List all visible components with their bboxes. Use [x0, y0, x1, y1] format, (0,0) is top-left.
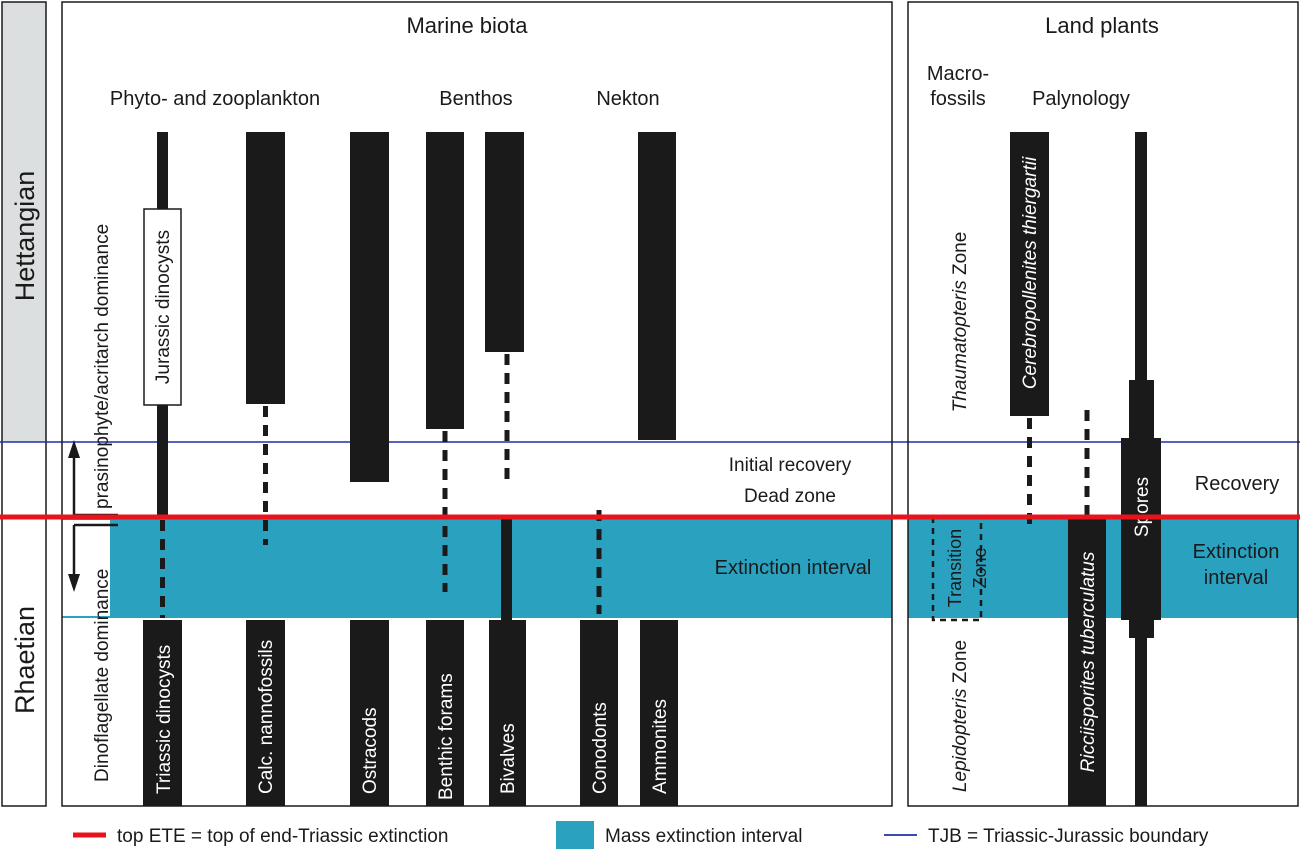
hettangian-stage-fill	[2, 2, 46, 442]
land-panel-title: Land plants	[1045, 13, 1159, 38]
lepidopteris-zone-suffix: Zone	[950, 640, 971, 689]
ostracods-range	[350, 132, 389, 806]
extinction-band-marine	[62, 518, 892, 618]
calc-nannofossils-range	[246, 132, 285, 806]
extinction-interval-marine-label: Extinction interval	[715, 557, 872, 579]
thaumatopteris-zone-italic: Thaumatopteris	[950, 280, 971, 413]
bivalves-range	[485, 132, 526, 806]
jurassic-dinocysts-label: Jurassic dinocysts	[153, 230, 174, 384]
macrofossils-heading-line2: fossils	[930, 88, 986, 110]
dominance-lower-label: Dinoflagellate dominance	[92, 569, 113, 782]
jurassic-dinocysts-box	[143, 208, 182, 406]
stage-column	[1, 1, 47, 807]
marine-panel-title: Marine biota	[406, 13, 528, 38]
cerebropollenites-range	[1010, 132, 1049, 530]
arrow-up-icon	[68, 440, 80, 458]
ammonites-label: Ammonites	[650, 699, 671, 794]
lepidopteris-zone-label: Lepidopteris Zone	[950, 640, 971, 792]
benthos-heading: Benthos	[439, 88, 512, 110]
triassic-dinocysts-label: Triassic dinocysts	[154, 645, 175, 794]
nekton-heading: Nekton	[596, 88, 659, 110]
stage-label-hettangian: Hettangian	[10, 171, 40, 302]
ricciisporites-label: Ricciisporites tuberculatus	[1078, 551, 1099, 772]
thaumatopteris-zone-suffix: Zone	[950, 232, 971, 281]
legend-tjb-label: TJB = Triassic-Jurassic boundary	[928, 826, 1209, 847]
bivalves-label: Bivalves	[498, 723, 519, 794]
benthic-forams-label: Benthic forams	[436, 673, 457, 800]
extinction-interval-land-line1: Extinction	[1193, 541, 1280, 563]
spores-range	[1121, 132, 1161, 806]
legend-extinction-label: Mass extinction interval	[605, 826, 802, 847]
ostracods-label: Ostracods	[360, 707, 381, 794]
benthic-forams-range	[426, 132, 464, 806]
dominance-upper-label: prasinophyte/acritarch dominance	[92, 224, 113, 509]
legend-extinction-swatch	[556, 821, 594, 849]
ammonites-range	[638, 132, 678, 806]
lepidopteris-zone-italic: Lepidopteris	[950, 688, 971, 792]
palynology-heading: Palynology	[1032, 88, 1130, 110]
cerebropollenites-label: Cerebropollenites thiergartii	[1020, 156, 1041, 389]
transition-zone-label-line1: Transition	[945, 529, 965, 607]
legend-ete-label: top ETE = top of end-Triassic extinction	[117, 826, 448, 847]
arrow-down-icon	[68, 574, 80, 592]
conodonts-label: Conodonts	[590, 702, 611, 794]
macrofossils-heading-line1: Macro-	[927, 63, 989, 85]
extinction-interval-land-line2: interval	[1204, 567, 1268, 589]
spores-label: Spores	[1132, 477, 1153, 537]
marine-panel	[61, 1, 893, 807]
recovery-land-label: Recovery	[1195, 473, 1279, 495]
conodonts-range	[580, 510, 618, 806]
transition-zone-label-line2: Zone	[970, 547, 990, 588]
dead-zone-label: Dead zone	[744, 486, 836, 507]
thaumatopteris-zone-label: Thaumatopteris Zone	[950, 232, 971, 413]
calc-nannofossils-label: Calc. nannofossils	[256, 640, 277, 794]
ricciisporites-range	[1068, 410, 1106, 806]
dominance-label-backdrop	[62, 520, 110, 616]
stage-label-rhaetian: Rhaetian	[10, 606, 40, 714]
plankton-heading: Phyto- and zooplankton	[110, 88, 320, 110]
initial-recovery-label: Initial recovery	[729, 455, 852, 476]
